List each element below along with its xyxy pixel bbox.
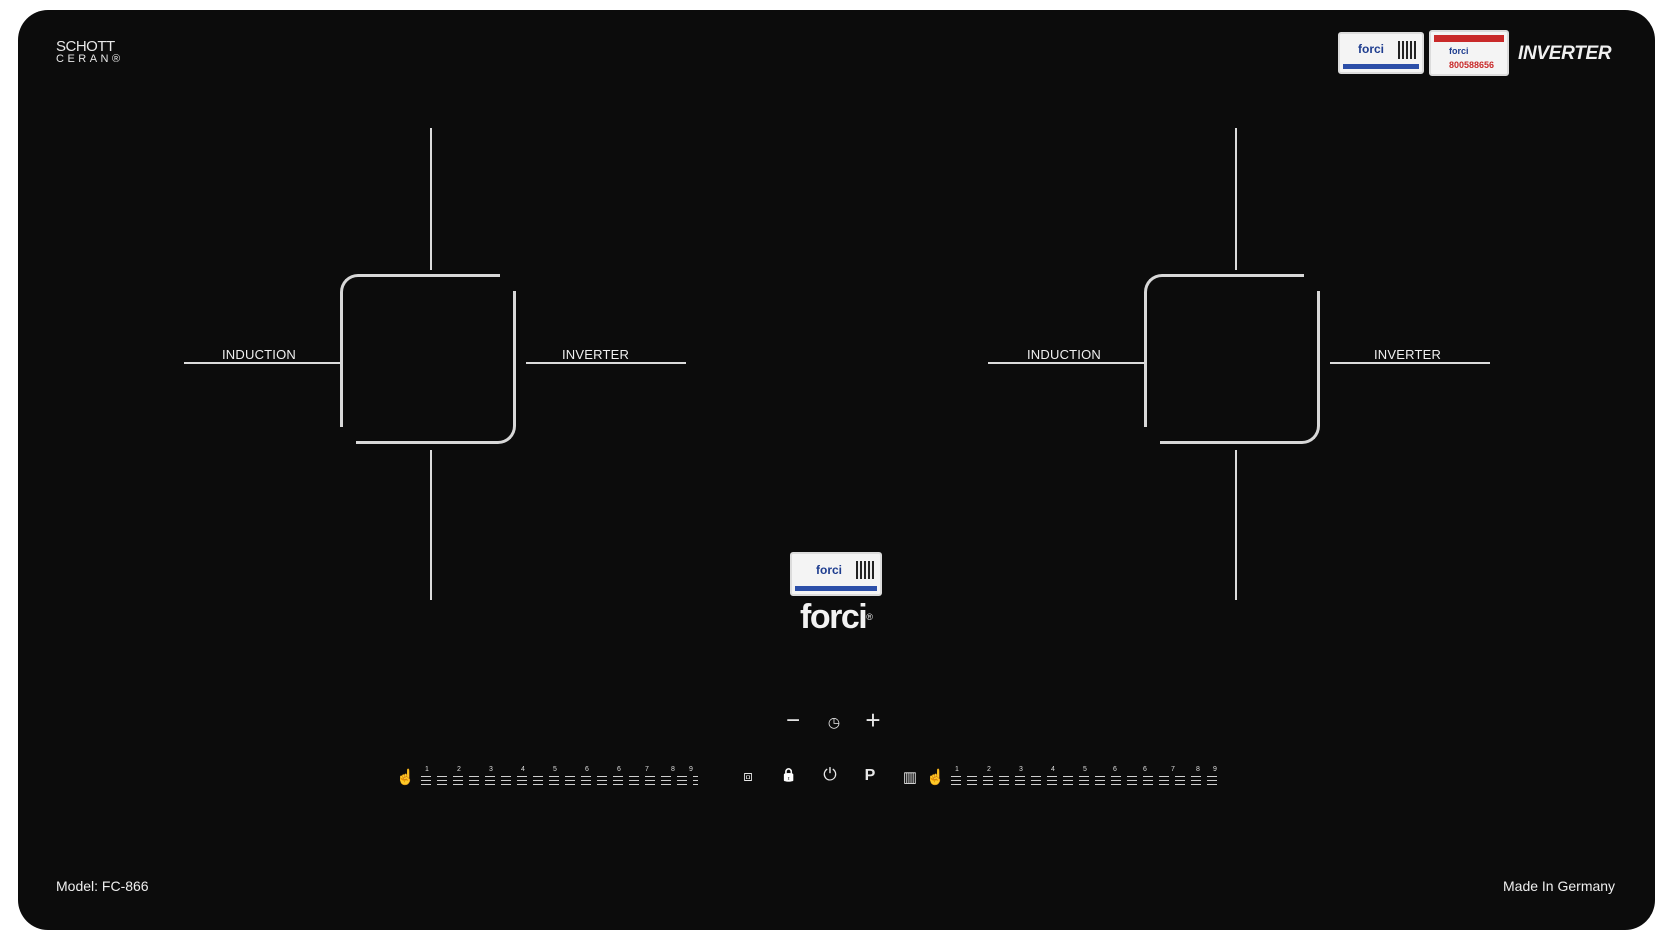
schott-ceran-logo: SCHOTT CERAN® <box>56 38 124 66</box>
inverter-logo: INVERTER <box>1518 43 1612 64</box>
hand-touch-icon-right: ☝ <box>926 769 945 786</box>
slider-number: 6 <box>617 766 621 773</box>
zone2-edge-bottom <box>1160 441 1260 444</box>
slider-number: 2 <box>987 766 991 773</box>
zone1-inverter-label: INVERTER <box>562 347 630 362</box>
zone2-inverter-label: INVERTER <box>1374 347 1442 362</box>
qr-code-icon <box>1398 41 1416 59</box>
zone2-line-right <box>1330 362 1490 364</box>
zone1-line-right <box>526 362 686 364</box>
slider-number: 8 <box>671 766 675 773</box>
slider-left-bars <box>421 776 698 788</box>
sticker-strip <box>1343 64 1419 69</box>
hand-touch-icon-left: ☝ <box>396 769 415 786</box>
slider-number: 2 <box>457 766 461 773</box>
slider-number: 6 <box>585 766 589 773</box>
zone1-line-bottom <box>430 450 432 600</box>
timer-icon[interactable]: ◷ <box>827 714 841 730</box>
registered-mark: ® <box>866 612 873 622</box>
slider-right-bars <box>951 776 1221 788</box>
slider-number: 9 <box>689 766 693 773</box>
slider-right-numbers: 1 2 3 4 5 6 6 7 8 9 <box>951 766 1221 774</box>
sticker-brand: forci <box>1449 46 1469 56</box>
zone1-line-left <box>184 362 342 364</box>
slider-number: 4 <box>521 766 525 773</box>
warranty-sticker-left: forci <box>1338 32 1424 74</box>
slider-number: 1 <box>425 766 429 773</box>
sticker-red-strip <box>1434 35 1504 42</box>
schott-line1: SCHOTT <box>56 38 115 55</box>
slider-number: 1 <box>955 766 959 773</box>
slider-number: 6 <box>1143 766 1147 773</box>
sticker-strip <box>795 586 877 591</box>
slider-number: 9 <box>1213 766 1217 773</box>
zone2-corner-br <box>1257 291 1320 444</box>
pause-p-button[interactable]: P <box>864 767 876 784</box>
zone1-edge-top <box>400 274 500 277</box>
timer-plus-button[interactable]: + <box>865 705 881 735</box>
zone2-line-left <box>988 362 1146 364</box>
slider-number: 7 <box>1171 766 1175 773</box>
slider-left-numbers: 1 2 3 4 5 6 6 7 8 9 <box>421 766 698 774</box>
center-warranty-sticker: forci <box>790 552 882 596</box>
slider-number: 5 <box>1083 766 1087 773</box>
power-icon[interactable]: ⏻ <box>823 765 837 784</box>
lock-icon[interactable]: 🔒 <box>780 767 798 782</box>
sticker-brand: forci <box>1358 42 1385 56</box>
slider-number: 6 <box>1113 766 1117 773</box>
warranty-sticker-right: forci 800588656 <box>1429 30 1509 76</box>
cooking-zone-1[interactable] <box>340 274 516 444</box>
model-label: Model: FC-866 <box>56 878 149 894</box>
power-slider-left[interactable]: 1 2 3 4 5 6 6 7 8 9 <box>421 766 698 788</box>
boost-icon[interactable]: ⧈ <box>743 768 753 785</box>
slider-number: 7 <box>645 766 649 773</box>
zone1-corner-tl <box>340 274 403 427</box>
zone1-corner-br <box>453 291 516 444</box>
zone2-induction-label: INDUCTION <box>1027 347 1102 362</box>
qr-code-icon <box>856 561 874 579</box>
zone1-edge-bottom <box>356 441 456 444</box>
forci-logo-text: forci <box>800 598 868 636</box>
sticker-phone: 800588656 <box>1449 60 1495 70</box>
zone2-edge-top <box>1204 274 1304 277</box>
slider-number: 4 <box>1051 766 1055 773</box>
zone2-line-top <box>1235 128 1237 270</box>
cooktop-glass: SCHOTT CERAN® forci forci 800588656 INVE… <box>18 10 1655 930</box>
timer-minus-button[interactable]: − <box>785 707 800 734</box>
forci-logo: forci® <box>800 598 873 636</box>
sticker-brand: forci <box>816 563 843 577</box>
zone2-corner-tl <box>1144 274 1207 427</box>
slider-number: 8 <box>1196 766 1200 773</box>
menu-icon[interactable]: ▥ <box>902 769 918 786</box>
slider-number: 3 <box>489 766 493 773</box>
slider-number: 3 <box>1019 766 1023 773</box>
zone1-line-top <box>430 128 432 270</box>
schott-line2: CERAN® <box>56 53 124 65</box>
slider-number: 5 <box>553 766 557 773</box>
zone1-induction-label: INDUCTION <box>222 347 297 362</box>
zone2-line-bottom <box>1235 450 1237 600</box>
origin-label: Made In Germany <box>1503 878 1616 894</box>
power-slider-right[interactable]: 1 2 3 4 5 6 6 7 8 9 <box>951 766 1221 788</box>
cooking-zone-2[interactable] <box>1144 274 1320 444</box>
